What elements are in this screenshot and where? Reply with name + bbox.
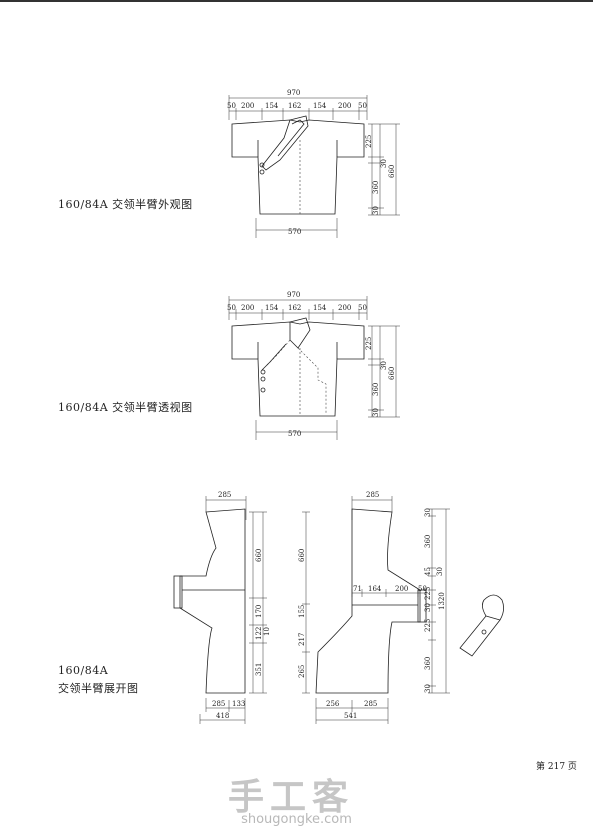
caption-transparent-view: 160/84A 交领半臂透视图: [58, 401, 193, 414]
dim-360: 360: [372, 181, 380, 194]
dim-part: 200: [241, 102, 254, 110]
transparent-view-figure: 970 50 200 154 162 154 200 50 225 30 360…: [227, 291, 400, 440]
dim-bottom: 570: [288, 228, 301, 236]
dim-rp-30a: 30: [424, 508, 432, 517]
dim-rp-bottom-285: 285: [364, 700, 377, 708]
dim-rp-360b: 360: [424, 657, 432, 670]
caption-pattern-model: 160/84A: [58, 664, 109, 677]
dim-rp-30d: 30: [424, 684, 432, 693]
dim-225: 225: [365, 337, 373, 350]
dim-660: 660: [388, 165, 396, 178]
dim-part: 154: [313, 304, 327, 312]
dim-left-10: 10: [263, 627, 271, 636]
dim-left-bottom-285: 285: [212, 700, 225, 708]
caption-pattern-title: 交领半臂展开图: [58, 682, 139, 695]
dim-small: 30: [372, 408, 380, 417]
dim-part: 50: [227, 304, 236, 312]
dim-part: 154: [313, 102, 327, 110]
dim-left-bottom-133: 133: [232, 700, 245, 708]
dim-30: 30: [380, 159, 388, 168]
dim-rp-50: 50: [418, 585, 427, 593]
dim-part: 50: [227, 102, 236, 110]
dim-rp-265: 265: [298, 665, 306, 678]
watermark-logo: 手工客: [228, 777, 355, 818]
watermark-url: shougongke.com: [241, 812, 352, 827]
dim-rp-164: 164: [368, 585, 382, 593]
dim-360: 360: [372, 383, 380, 396]
page-top-rule: [0, 0, 593, 2]
dim-225: 225: [365, 135, 373, 148]
dim-part: 200: [338, 102, 351, 110]
dim-rp-30b: 30: [436, 567, 444, 576]
page-number: 第 217 页: [536, 762, 577, 772]
dim-rp-225b: 225: [424, 619, 432, 632]
dim-left-top: 285: [218, 491, 231, 499]
dim-part: 200: [338, 304, 351, 312]
dim-left-351: 351: [255, 663, 263, 676]
dim-rp-360a: 360: [424, 535, 432, 548]
dim-rp-71: 71: [353, 585, 362, 593]
dim-part: 154: [265, 102, 279, 110]
dim-rp-1320: 1320: [438, 592, 446, 610]
dim-total-width: 970: [287, 291, 300, 299]
dim-rp-660: 660: [298, 549, 306, 562]
dim-part: 200: [241, 304, 254, 312]
pattern-right-piece: 285 660 155 217 265 71 164 200 50: [298, 491, 450, 724]
dim-bottom: 570: [288, 430, 301, 438]
dim-right-top: 285: [366, 491, 379, 499]
caption-exterior-view: 160/84A 交领半臂外观图: [58, 198, 193, 211]
collar-piece: [459, 594, 504, 657]
dim-rp-bottom-256: 256: [326, 700, 340, 708]
pattern-left-piece: 285 660 170 122 10 351 285 133 418: [173, 491, 271, 724]
dim-part: 162: [288, 304, 301, 312]
dim-rp-30c: 30: [424, 603, 432, 612]
dim-part: 162: [288, 102, 301, 110]
dim-660: 660: [388, 367, 396, 380]
dim-left-660: 660: [255, 549, 263, 562]
dim-small: 30: [372, 206, 380, 215]
dim-total-width: 970: [287, 89, 300, 97]
dim-part: 50: [358, 102, 367, 110]
dim-part: 50: [358, 304, 367, 312]
dim-rp-45: 45: [424, 567, 432, 576]
dim-left-122: 122: [255, 627, 263, 640]
dim-rp-217: 217: [298, 633, 306, 646]
exterior-view-figure: 970 50 200 154 162 154 200 50 225 30 360…: [227, 89, 400, 238]
dim-30: 30: [380, 361, 388, 370]
dim-rp-bottom-541: 541: [344, 712, 357, 720]
dim-left-170: 170: [255, 605, 263, 618]
dim-rp-200: 200: [395, 585, 408, 593]
dim-part: 154: [265, 304, 279, 312]
dim-rp-225a: 225: [424, 587, 432, 600]
dim-left-bottom-418: 418: [216, 712, 229, 720]
dim-rp-155: 155: [298, 605, 306, 618]
